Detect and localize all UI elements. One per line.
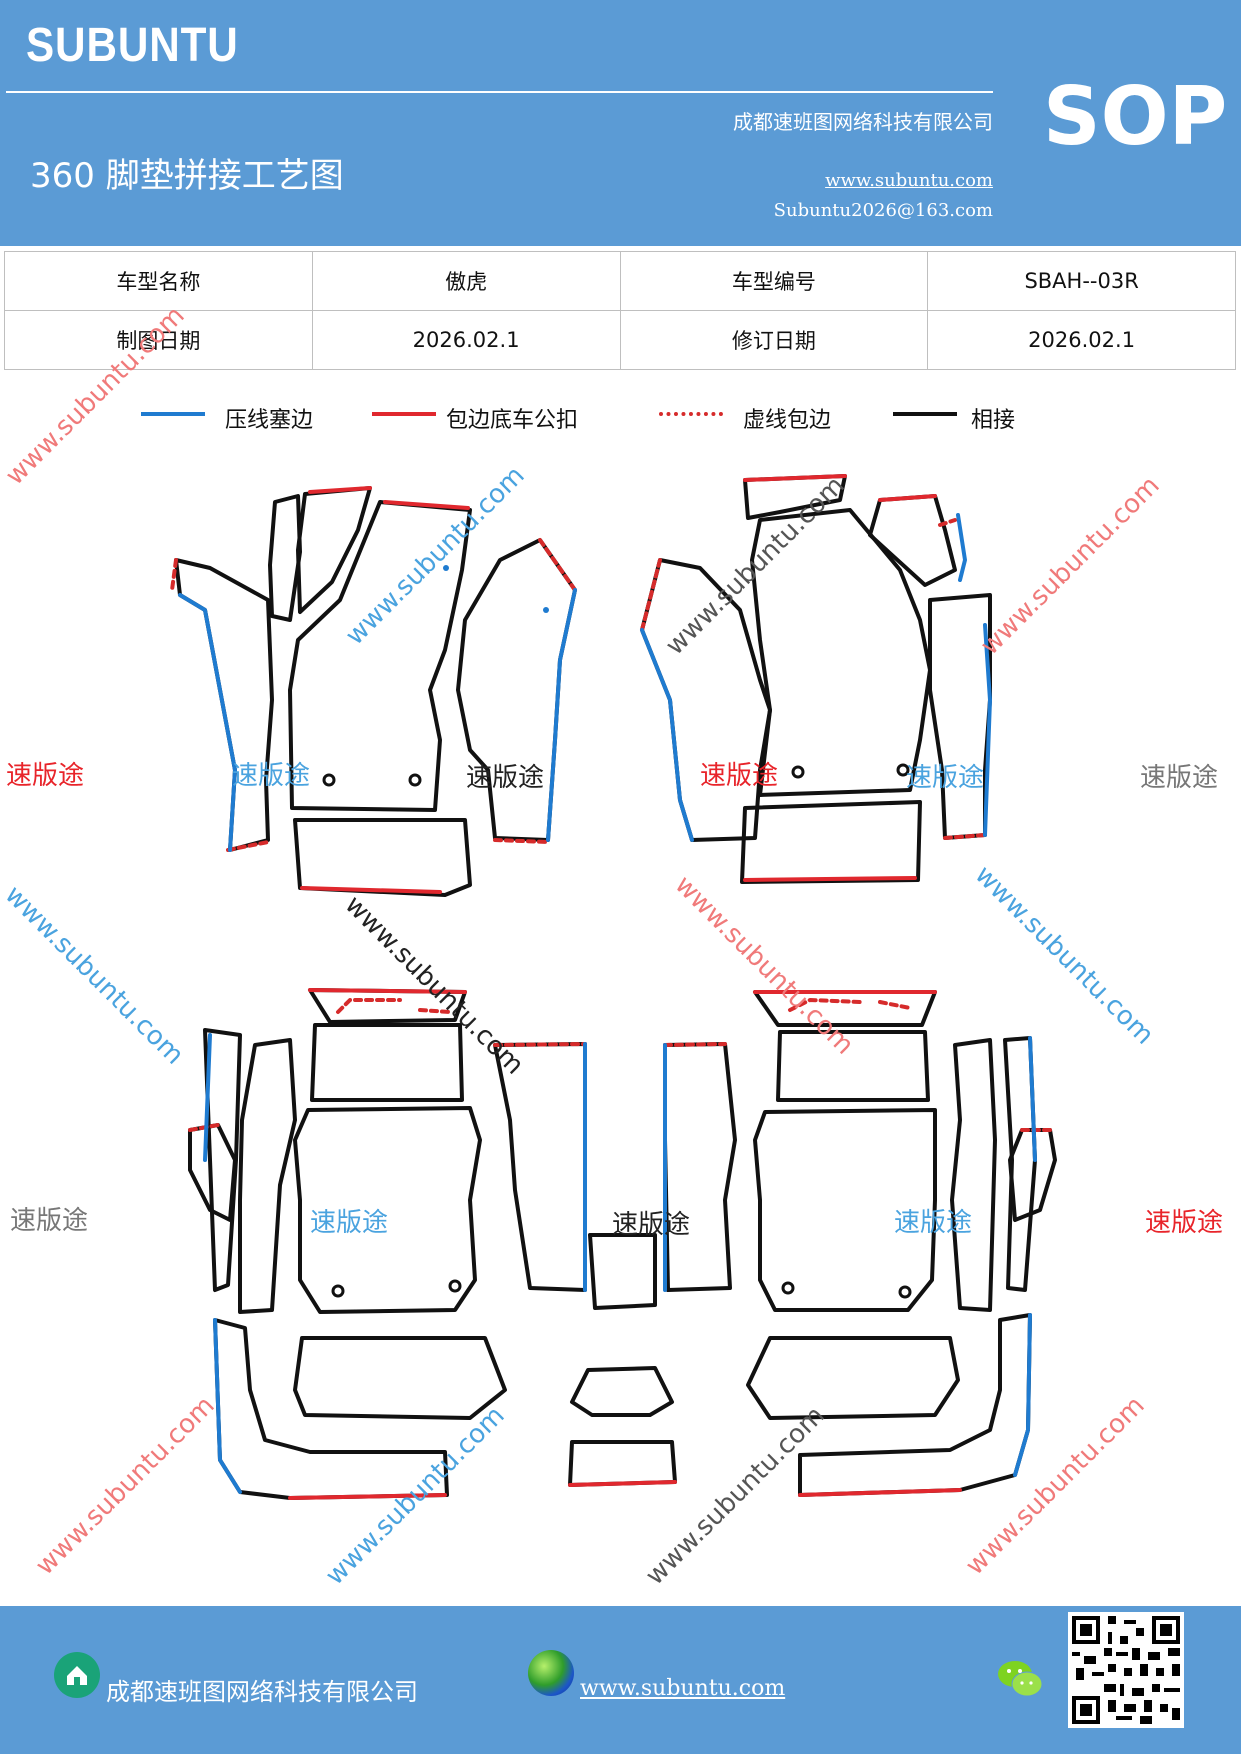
footer-url-link[interactable]: www.subuntu.com [580, 1676, 786, 1701]
watermark-brand: 速版途 [894, 1208, 973, 1238]
watermark-brand: 速版途 [6, 761, 85, 791]
mat-piece [753, 1108, 937, 1312]
document-title: 360 脚垫拼接工艺图 [30, 156, 344, 196]
mat-piece [213, 1318, 449, 1500]
mat-piece [868, 494, 957, 587]
mat-piece [588, 1233, 657, 1310]
mat-piece [293, 1336, 507, 1420]
mat-piece [293, 1106, 482, 1314]
header-url-link[interactable]: www.subuntu.com [825, 170, 993, 191]
legend-label: 相接 [971, 408, 1016, 433]
table-row: 车型名称 傲虎 车型编号 SBAH--03R [4, 251, 1236, 311]
revision-date-value: 2026.02.1 [927, 310, 1236, 370]
mat-piece [203, 1028, 242, 1292]
mat-group-rear-right [663, 990, 1057, 1497]
mat-piece [493, 1042, 587, 1292]
revision-date-label: 修订日期 [619, 310, 929, 370]
mat-piece [568, 1440, 677, 1487]
mat-piece [310, 1023, 464, 1102]
mat-piece [776, 1030, 930, 1102]
header-company: 成都速班图网络科技有限公司 [733, 110, 993, 134]
drawing-date-label: 制图日期 [4, 310, 313, 370]
model-name-label: 车型名称 [4, 251, 313, 311]
footer-company: 成都速班图网络科技有限公司 [106, 1678, 418, 1706]
model-code-label: 车型编号 [619, 251, 929, 311]
sop-badge: SOP [1043, 70, 1228, 163]
vehicle-info-table: 车型名称 傲虎 车型编号 SBAH--03R 制图日期 2026.02.1 修订… [4, 251, 1236, 370]
mat-group-front-left [170, 486, 577, 897]
home-icon [54, 1652, 100, 1698]
model-name-value: 傲虎 [311, 251, 621, 311]
mat-piece [750, 508, 932, 797]
brand-logo: SUBUNTU [26, 19, 239, 72]
footer-banner: 成都速班图网络科技有限公司 www.subuntu.com [0, 1606, 1241, 1754]
table-row: 制图日期 2026.02.1 修订日期 2026.02.1 [4, 310, 1236, 370]
watermark-brand: 速版途 [310, 1208, 389, 1238]
mat-piece [288, 500, 472, 812]
legend-swatch-red-dashed [659, 412, 723, 416]
legend-label: 压线塞边 [225, 408, 314, 433]
globe-icon [528, 1650, 574, 1696]
legend-swatch-red [372, 412, 436, 416]
mat-piece [950, 1038, 997, 1312]
mat-piece [663, 1042, 737, 1292]
mat-group-center [568, 1366, 677, 1487]
mat-piece [746, 1336, 960, 1420]
legend-label: 虚线包边 [743, 408, 832, 433]
mat-piece [238, 1038, 297, 1314]
legend-label: 包边底车公扣 [446, 408, 579, 433]
legend-swatch-black [893, 412, 957, 416]
watermark-brand: 速版途 [1140, 763, 1219, 793]
header-email: Subuntu2026@163.com [773, 200, 993, 221]
mat-piece [268, 494, 302, 622]
mat-piece [570, 1366, 674, 1417]
mat-piece [798, 1313, 1032, 1497]
watermark-brand: 速版途 [10, 1206, 89, 1236]
watermark-brand: 速版途 [1145, 1208, 1224, 1238]
wechat-icon[interactable] [996, 1656, 1044, 1702]
mat-piece [740, 800, 922, 884]
watermark-brand: 速版途 [906, 763, 985, 793]
model-code-value: SBAH--03R [927, 251, 1236, 311]
watermark-brand: 速版途 [232, 761, 311, 791]
floor-mat-diagram [170, 474, 1057, 1500]
header-divider [6, 91, 993, 93]
mat-group-front-right [640, 474, 992, 884]
qr-code [1068, 1612, 1184, 1728]
mat-piece [928, 593, 992, 840]
mat-group-rear-left [188, 988, 657, 1500]
mat-piece [293, 818, 472, 897]
watermark-brand: 速版途 [700, 761, 779, 791]
header-banner: SUBUNTU 成都速班图网络科技有限公司 360 脚垫拼接工艺图 www.su… [0, 0, 1241, 246]
watermark-brand: 速版途 [466, 763, 545, 793]
drawing-date-value: 2026.02.1 [311, 310, 621, 370]
legend-swatch-blue [141, 412, 205, 416]
watermark-brand: 速版途 [612, 1210, 691, 1240]
